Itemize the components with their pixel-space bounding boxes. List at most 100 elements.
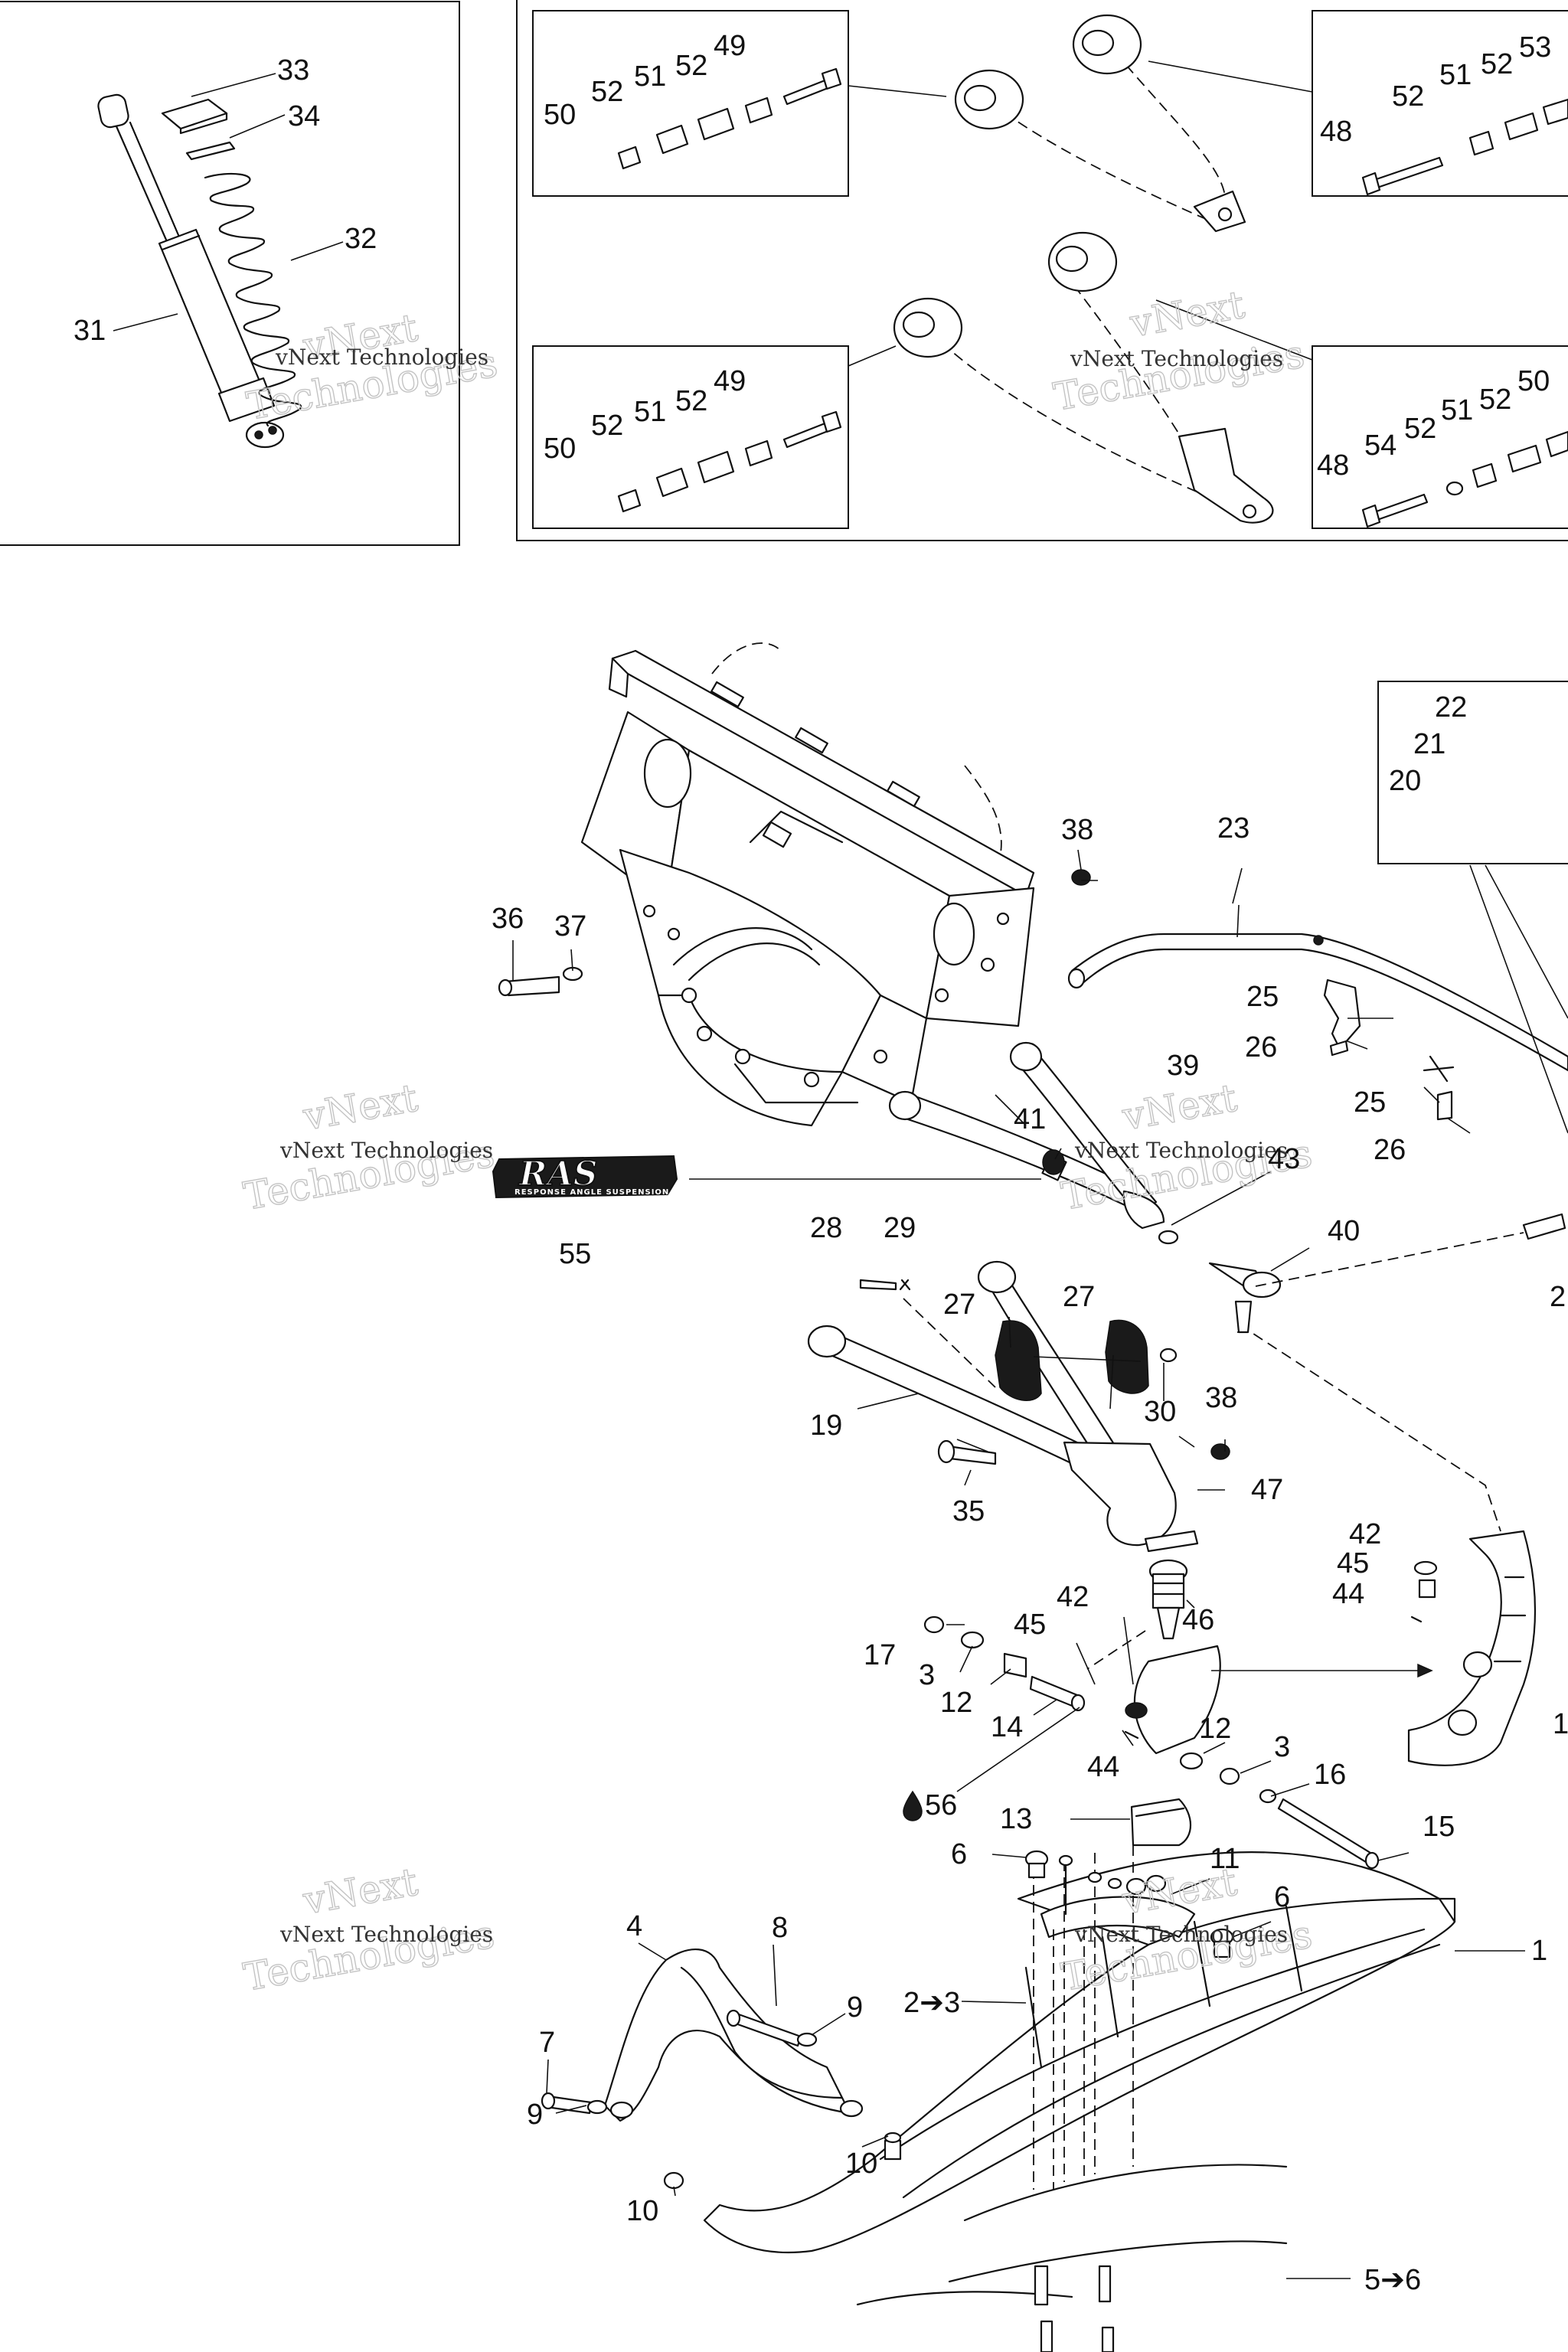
watermark-big-3a: vNext bbox=[299, 1076, 421, 1139]
callout-11: 11 bbox=[1210, 1843, 1240, 1875]
callout-b2-52a: 52 bbox=[1392, 80, 1424, 113]
callout-16: 16 bbox=[1314, 1759, 1346, 1791]
watermark-4: vNext Technologies bbox=[1074, 1138, 1288, 1163]
callout-37: 37 bbox=[554, 910, 586, 942]
callout-22: 22 bbox=[1435, 691, 1467, 724]
watermark-big-5a: vNext bbox=[299, 1860, 421, 1923]
callout-3a: 3 bbox=[919, 1659, 935, 1691]
callout-55: 55 bbox=[559, 1238, 591, 1270]
callout-14: 14 bbox=[991, 1711, 1023, 1743]
callout-b1-52b: 52 bbox=[675, 50, 707, 82]
callout-42a: 42 bbox=[1349, 1518, 1381, 1550]
spindle-hardware-right bbox=[1410, 1560, 1438, 1623]
ball-joint-46 bbox=[1148, 1559, 1188, 1640]
spring-cup-33 bbox=[161, 98, 228, 135]
watermark-big-2b: Technologies bbox=[1050, 332, 1308, 420]
callout-9a: 9 bbox=[847, 1991, 863, 2024]
callout-b4-51: 51 bbox=[1441, 394, 1473, 426]
upper-a-arm-39 bbox=[888, 1041, 1165, 1230]
callout-b1-50: 50 bbox=[544, 99, 576, 131]
small-hardware-upper bbox=[498, 869, 1455, 1465]
callout-43: 43 bbox=[1268, 1143, 1300, 1175]
shock-mount-blocks-27 bbox=[995, 1319, 1149, 1401]
callout-10b: 10 bbox=[845, 2148, 877, 2180]
callout-30: 30 bbox=[1144, 1396, 1176, 1428]
callout-b1-51: 51 bbox=[634, 60, 666, 93]
callout-12a: 12 bbox=[940, 1687, 972, 1719]
spindle-18 bbox=[1407, 1530, 1537, 1766]
hardware-box-3 bbox=[532, 345, 849, 529]
callout-26b: 26 bbox=[1374, 1134, 1406, 1166]
hardware-set-3 bbox=[617, 410, 842, 513]
watermark-6: vNext Technologies bbox=[1074, 1922, 1288, 1947]
shock-frame bbox=[0, 1, 460, 546]
callout-b4-52b: 52 bbox=[1479, 384, 1511, 416]
callout-25a: 25 bbox=[1246, 981, 1279, 1013]
callout-39: 39 bbox=[1167, 1050, 1199, 1082]
callout-9b: 9 bbox=[527, 2099, 543, 2131]
detail-box-20-22 bbox=[1377, 681, 1568, 864]
watermark-2: vNext Technologies bbox=[1070, 346, 1283, 371]
callout-b4-54: 54 bbox=[1364, 430, 1396, 462]
callout-b4-52a: 52 bbox=[1404, 413, 1436, 445]
callout-b4-50: 50 bbox=[1517, 365, 1550, 397]
callout-42b: 42 bbox=[1057, 1581, 1089, 1613]
chassis-frame bbox=[580, 642, 1035, 1127]
callout-36: 36 bbox=[492, 903, 524, 935]
arm-detail-frame bbox=[516, 0, 1568, 541]
spring-32 bbox=[204, 172, 302, 427]
callout-15: 15 bbox=[1423, 1811, 1455, 1843]
hardware-box-1 bbox=[532, 10, 849, 197]
handle-hardware bbox=[541, 2009, 902, 2190]
callout-13: 13 bbox=[1000, 1803, 1032, 1835]
hardware-box-2 bbox=[1312, 10, 1568, 197]
callout-b3-52a: 52 bbox=[591, 410, 623, 442]
steering-rod-23 bbox=[1067, 933, 1568, 1072]
callout-40: 40 bbox=[1328, 1215, 1360, 1247]
callout-10a: 10 bbox=[626, 2195, 658, 2227]
callout-25b: 25 bbox=[1354, 1086, 1386, 1119]
callout-b2-52b: 52 bbox=[1481, 48, 1513, 80]
shock-absorber-31 bbox=[97, 93, 285, 449]
callout-24: 2 bbox=[1550, 1281, 1566, 1313]
lower-spindle-hardware bbox=[923, 1615, 1380, 1870]
frames bbox=[0, 0, 1568, 864]
callout-1: 1 bbox=[1531, 1935, 1547, 1967]
callout-21: 21 bbox=[1413, 728, 1446, 760]
callout-b2-48: 48 bbox=[1320, 116, 1352, 148]
callout-41: 41 bbox=[1014, 1103, 1046, 1135]
callout-23: 23 bbox=[1217, 812, 1250, 844]
leader-lines bbox=[113, 60, 1568, 2279]
callout-31: 31 bbox=[74, 315, 106, 347]
hardware-box-4 bbox=[1312, 345, 1568, 529]
hardware-set-4 bbox=[1361, 430, 1568, 528]
callout-33: 33 bbox=[277, 54, 309, 87]
callout-20: 20 bbox=[1389, 765, 1421, 797]
watermark-big-2a: vNext bbox=[1126, 283, 1248, 346]
callout-28: 28 bbox=[810, 1212, 842, 1244]
callout-38b: 38 bbox=[1205, 1382, 1237, 1414]
callout-6b: 6 bbox=[1274, 1881, 1290, 1913]
ras-decal-55: RAS RESPONSE ANGLE SUSPENSION bbox=[492, 1154, 678, 1199]
callout-29: 29 bbox=[884, 1212, 916, 1244]
hardware-set-2 bbox=[1361, 98, 1568, 196]
callout-12b: 12 bbox=[1199, 1713, 1231, 1745]
ski-mount-hardware bbox=[1024, 1850, 1234, 1958]
callout-38a: 38 bbox=[1061, 814, 1093, 846]
upper-a-arm-detail bbox=[954, 14, 1246, 233]
callout-labels: 33 34 32 31 50 52 51 52 49 48 52 51 52 5… bbox=[74, 30, 1568, 2296]
callout-4: 4 bbox=[626, 1910, 642, 1942]
callout-56: 56 bbox=[925, 1789, 957, 1821]
callout-6a: 6 bbox=[951, 1838, 967, 1870]
callout-8: 8 bbox=[772, 1912, 788, 1944]
callout-18: 1 bbox=[1553, 1708, 1568, 1740]
callout-47: 47 bbox=[1251, 1474, 1283, 1506]
callout-b2-53: 53 bbox=[1519, 31, 1551, 64]
callout-b3-50: 50 bbox=[544, 433, 576, 465]
callout-26a: 26 bbox=[1245, 1031, 1277, 1063]
callout-b3-49: 49 bbox=[714, 365, 746, 397]
callout-5-to-6: 5➔6 bbox=[1364, 2264, 1421, 2296]
handle-4 bbox=[603, 1949, 864, 2122]
spring-stopper-34 bbox=[185, 141, 236, 161]
callout-44b: 44 bbox=[1087, 1751, 1119, 1783]
